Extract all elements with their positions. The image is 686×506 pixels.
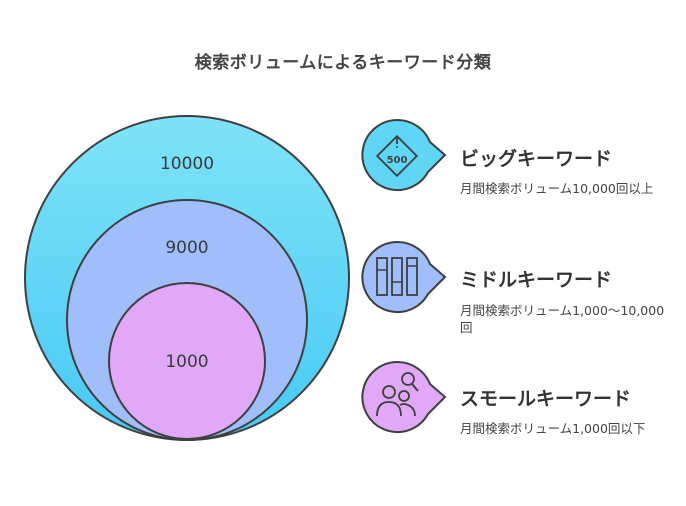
middle-keyword-heading: ミドルキーワード <box>460 269 613 291</box>
badge-500: 500 <box>387 155 408 166</box>
small-keyword-description: 月間検索ボリューム1,000回以下 <box>460 421 646 436</box>
middle-keyword-description: 月間検索ボリューム1,000〜10,000回 <box>460 303 665 335</box>
circle-middle-label: 9000 <box>165 238 208 258</box>
small-keyword-heading: スモールキーワード <box>460 388 632 410</box>
alert-500-icon: 500 <box>361 118 447 191</box>
circle-small <box>108 282 266 440</box>
circle-small-label: 1000 <box>165 352 208 372</box>
big-keyword-heading: ビッグキーワード <box>460 148 613 170</box>
big-keyword-description: 月間検索ボリューム10,000回以上 <box>460 181 654 196</box>
diagram-title: 検索ボリュームによるキーワード分類 <box>194 53 492 73</box>
bars-columns-icon <box>361 240 447 313</box>
users-search-icon <box>361 360 447 433</box>
circle-big-label: 10000 <box>160 154 214 174</box>
